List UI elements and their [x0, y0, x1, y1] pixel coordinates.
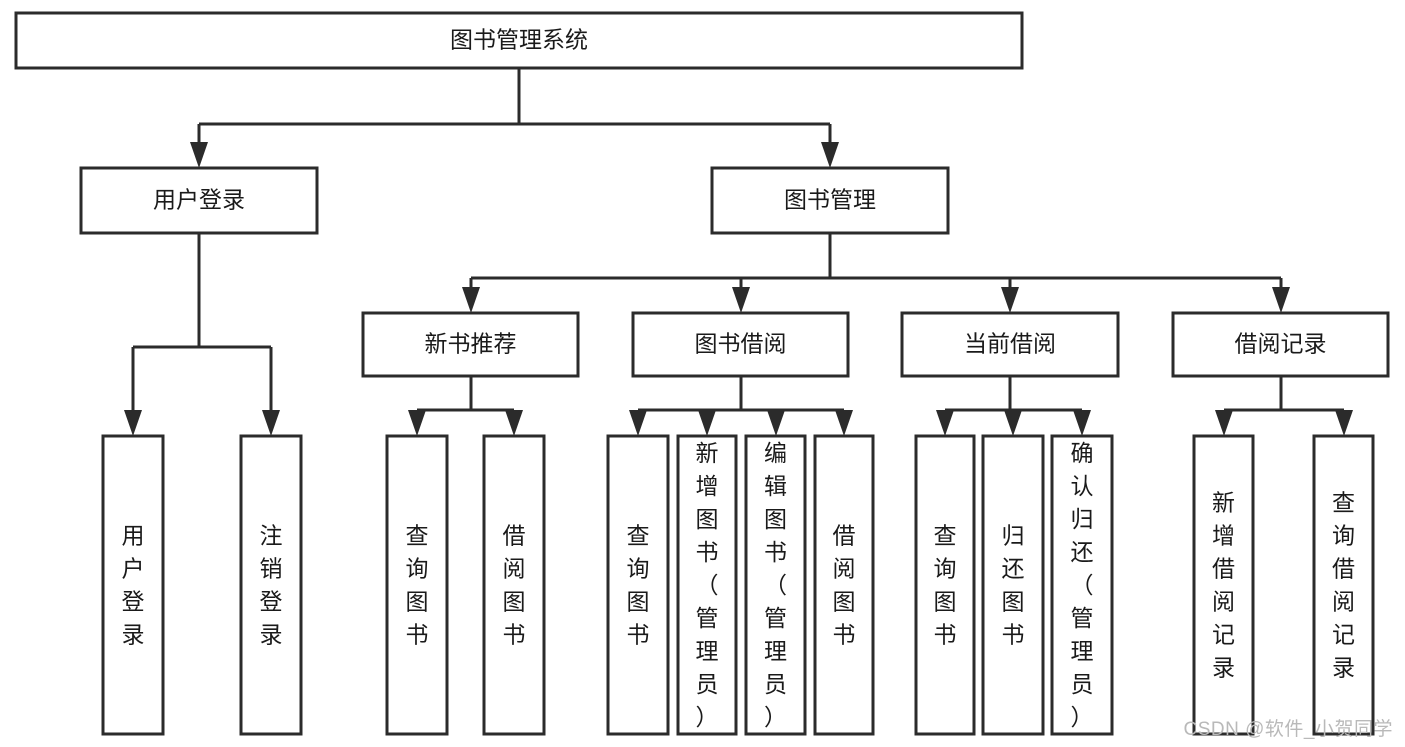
node-label-leaf-borrow-book: 借阅图书 — [833, 523, 856, 648]
node-box-leaf-logout-login[interactable] — [239, 434, 303, 736]
node-leaf-add-book-admin[interactable]: 新增图书（管理员） — [676, 434, 738, 736]
node-box-leaf-user-login[interactable] — [101, 434, 165, 736]
node-book-management[interactable]: 图书管理 — [710, 166, 950, 235]
node-box-new-book-recommend[interactable] — [361, 311, 580, 378]
node-label-user-login: 用户登录 — [153, 187, 245, 213]
node-box-leaf-add-book-admin[interactable] — [676, 434, 738, 736]
node-user-login[interactable]: 用户登录 — [79, 166, 319, 235]
node-leaf-user-login[interactable]: 用户登录 — [101, 434, 165, 736]
node-box-root[interactable] — [14, 11, 1024, 70]
node-label-leaf-borrow-book-recommend: 借阅图书 — [503, 523, 526, 648]
node-leaf-return-book[interactable]: 归还图书 — [981, 434, 1045, 736]
connector-group-current-borrow — [936, 376, 1091, 436]
connector-group-borrow-record — [1215, 376, 1353, 436]
node-label-leaf-edit-book-admin: 编辑图书（管理员） — [764, 440, 787, 730]
node-label-book-management: 图书管理 — [784, 187, 876, 213]
connector-group-user-login — [124, 233, 280, 436]
node-label-leaf-return-book: 归还图书 — [1002, 523, 1025, 648]
node-label-borrow-record: 借阅记录 — [1235, 331, 1327, 357]
node-leaf-borrow-book[interactable]: 借阅图书 — [813, 434, 875, 736]
node-leaf-query-book-recommend[interactable]: 查询图书 — [385, 434, 449, 736]
node-label-leaf-query-book-recommend: 查询图书 — [406, 523, 429, 648]
node-label-leaf-query-borrow-record: 查询借阅记录 — [1332, 490, 1355, 681]
node-box-leaf-borrow-book[interactable] — [813, 434, 875, 736]
node-leaf-edit-book-admin[interactable]: 编辑图书（管理员） — [744, 434, 807, 736]
node-leaf-query-book-borrow[interactable]: 查询图书 — [606, 434, 670, 736]
node-box-book-borrow[interactable] — [631, 311, 850, 378]
node-box-leaf-query-book-recommend[interactable] — [385, 434, 449, 736]
node-new-book-recommend[interactable]: 新书推荐 — [361, 311, 580, 378]
node-borrow-record[interactable]: 借阅记录 — [1171, 311, 1390, 378]
node-box-leaf-query-book-current[interactable] — [914, 434, 976, 736]
connector-layer — [124, 68, 1353, 436]
node-label-leaf-logout-login: 注销登录 — [260, 523, 283, 648]
node-root[interactable]: 图书管理系统 — [14, 11, 1024, 70]
node-label-book-borrow: 图书借阅 — [695, 331, 787, 357]
node-label-leaf-confirm-return-admin: 确认归还（管理员） — [1071, 440, 1094, 730]
node-label-current-borrow: 当前借阅 — [964, 331, 1056, 357]
node-box-user-login[interactable] — [79, 166, 319, 235]
node-layer: 图书管理系统用户登录图书管理新书推荐图书借阅当前借阅借阅记录用户登录注销登录查询… — [14, 11, 1390, 736]
node-leaf-logout-login[interactable]: 注销登录 — [239, 434, 303, 736]
node-label-leaf-query-book-current: 查询图书 — [934, 523, 957, 648]
node-current-borrow[interactable]: 当前借阅 — [900, 311, 1120, 378]
node-leaf-borrow-book-recommend[interactable]: 借阅图书 — [482, 434, 546, 736]
node-box-leaf-query-borrow-record[interactable] — [1312, 434, 1375, 736]
node-box-leaf-query-book-borrow[interactable] — [606, 434, 670, 736]
node-book-borrow[interactable]: 图书借阅 — [631, 311, 850, 378]
node-label-new-book-recommend: 新书推荐 — [425, 331, 517, 357]
node-leaf-confirm-return-admin[interactable]: 确认归还（管理员） — [1050, 434, 1114, 736]
connector-group-book-management — [462, 233, 1290, 313]
node-box-leaf-edit-book-admin[interactable] — [744, 434, 807, 736]
node-leaf-add-borrow-record[interactable]: 新增借阅记录 — [1192, 434, 1255, 736]
node-label-root: 图书管理系统 — [450, 27, 588, 53]
node-box-current-borrow[interactable] — [900, 311, 1120, 378]
node-label-leaf-add-borrow-record: 新增借阅记录 — [1212, 490, 1235, 681]
connector-group-book-borrow — [629, 376, 853, 436]
node-box-leaf-add-borrow-record[interactable] — [1192, 434, 1255, 736]
node-box-borrow-record[interactable] — [1171, 311, 1390, 378]
node-leaf-query-borrow-record[interactable]: 查询借阅记录 — [1312, 434, 1375, 736]
node-box-book-management[interactable] — [710, 166, 950, 235]
node-box-leaf-confirm-return-admin[interactable] — [1050, 434, 1114, 736]
connector-group-new-book-recommend — [408, 376, 523, 436]
node-box-leaf-borrow-book-recommend[interactable] — [482, 434, 546, 736]
node-label-leaf-add-book-admin: 新增图书（管理员） — [696, 440, 719, 730]
node-label-leaf-query-book-borrow: 查询图书 — [627, 523, 650, 648]
connector-group-root — [190, 68, 839, 168]
node-leaf-query-book-current[interactable]: 查询图书 — [914, 434, 976, 736]
node-label-leaf-user-login: 用户登录 — [122, 523, 145, 648]
node-box-leaf-return-book[interactable] — [981, 434, 1045, 736]
